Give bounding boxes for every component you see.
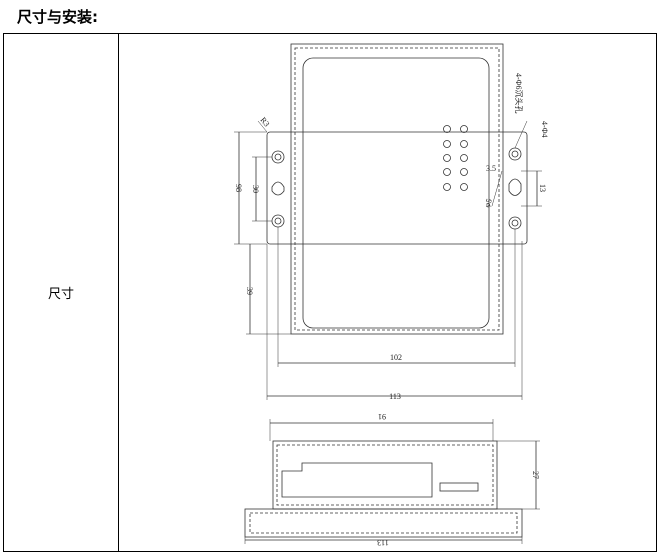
mounting-hole bbox=[508, 147, 522, 161]
dim-slot-diameter: φ5 bbox=[482, 198, 493, 209]
side-body bbox=[272, 440, 498, 510]
dim-inner-width: 102 bbox=[390, 353, 402, 362]
mounting-hole bbox=[271, 214, 285, 228]
side-view bbox=[244, 419, 540, 544]
section-title: 尺寸与安装: bbox=[17, 8, 98, 26]
dim-side-height: 27 bbox=[531, 471, 540, 479]
dim-side-body-width: 91 bbox=[378, 412, 386, 421]
keyhole-slot bbox=[508, 178, 522, 196]
mounting-hole bbox=[508, 216, 522, 230]
dim-right-slot: 13 bbox=[538, 184, 547, 192]
mounting-hole bbox=[271, 150, 285, 164]
connector-block bbox=[281, 462, 433, 498]
table-row: 尺寸 bbox=[3, 33, 657, 552]
panel-face bbox=[302, 57, 490, 329]
dim-screw-note: 4-Φ6沉头孔 bbox=[514, 73, 524, 114]
main-body bbox=[290, 43, 504, 335]
led-indicator-grid bbox=[443, 125, 468, 191]
keyhole-slot bbox=[271, 181, 285, 196]
dim-lower-span: 39 bbox=[245, 287, 254, 295]
side-base-plate bbox=[244, 508, 523, 538]
dim-slot-height: 30 bbox=[251, 185, 260, 193]
dim-offset: 3.5 bbox=[486, 164, 496, 173]
dim-hole-spacing: 98 bbox=[234, 184, 243, 192]
dim-corner-radius: R3 bbox=[258, 116, 271, 129]
dimension-drawing: 102 113 98 30 39 13 3.5 R3 φ5 4-Φ4 4-Φ6沉… bbox=[234, 43, 549, 547]
mounting-hole-inner bbox=[511, 219, 519, 227]
row-label: 尺寸 bbox=[3, 33, 119, 552]
dim-outer-width: 113 bbox=[389, 392, 401, 401]
mounting-flange bbox=[266, 131, 528, 245]
mounting-hole-inner bbox=[274, 153, 282, 161]
mounting-hole-inner bbox=[274, 217, 282, 225]
top-view bbox=[234, 43, 542, 400]
drawing-cell: 102 113 98 30 39 13 3.5 R3 φ5 4-Φ4 4-Φ6沉… bbox=[118, 33, 657, 552]
side-base-dashed bbox=[249, 512, 518, 534]
mounting-hole-inner bbox=[511, 150, 519, 158]
side-dashed-outline bbox=[276, 444, 494, 506]
dim-hole-note: 4-Φ4 bbox=[540, 121, 549, 138]
body-dashed-outline bbox=[294, 47, 500, 331]
port-opening bbox=[439, 482, 479, 492]
dim-side-base-width: 113 bbox=[377, 538, 389, 547]
spec-table: 尺寸 bbox=[3, 33, 657, 552]
